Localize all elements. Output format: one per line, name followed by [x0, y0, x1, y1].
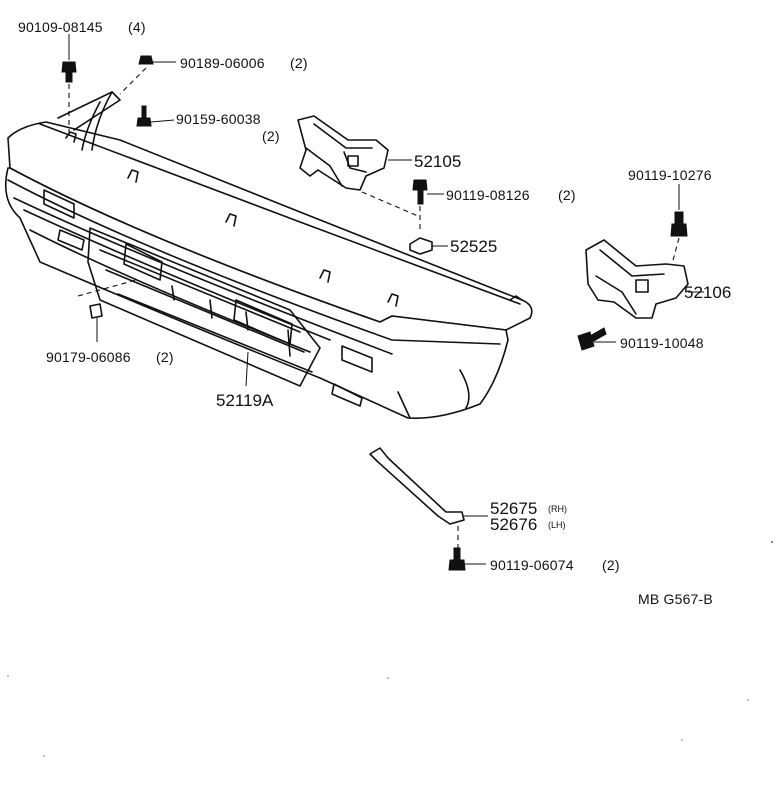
label-90109-08145-qty: (4) [128, 19, 146, 35]
bolt-90119-08126 [412, 179, 444, 232]
label-90119-10048: 90119-10048 [620, 335, 704, 351]
bracket-52105 [297, 115, 419, 217]
label-52525: 52525 [450, 237, 497, 256]
label-52675: 52675 [490, 499, 537, 518]
label-90189-06006: 90189-06006 [180, 55, 265, 71]
nut-52525 [409, 237, 448, 255]
label-90189-06006-qty: (2) [290, 55, 308, 71]
bolt-90119-10048 [577, 327, 616, 351]
leader-52119A [245, 351, 249, 387]
label-90179-06086-qty: (2) [156, 349, 174, 365]
stay-52675-52676 [369, 447, 488, 548]
diagram-reference-code: MB G567-B [638, 591, 713, 607]
label-52106: 52106 [684, 283, 731, 302]
label-90159-60038: 90159-60038 [176, 111, 261, 127]
label-52119A: 52119A [216, 391, 274, 410]
label-90159-60038-qty: (2) [262, 128, 280, 144]
label-90119-10276: 90119-10276 [628, 167, 712, 183]
bolt-90119-06074 [448, 547, 486, 571]
label-52676-side: (LH) [548, 520, 566, 530]
bumper-cover [4, 91, 533, 420]
label-90119-08126-qty: (2) [558, 187, 576, 203]
label-90119-06074: 90119-06074 [490, 557, 574, 573]
label-52676: 52676 [490, 515, 537, 534]
bracket-52106 [585, 239, 704, 319]
label-90109-08145: 90109-08145 [18, 19, 103, 35]
bolt-90109-08145 [61, 34, 77, 136]
bolt-90119-10276 [670, 184, 688, 265]
nut-90189-06006 [119, 55, 176, 95]
label-90119-08126: 90119-08126 [446, 187, 530, 203]
label-90179-06086: 90179-06086 [46, 349, 131, 365]
label-90119-06074-qty: (2) [602, 557, 620, 573]
label-52675-side: (RH) [548, 504, 567, 514]
label-52105: 52105 [414, 152, 461, 171]
scan-specks [7, 541, 773, 757]
screw-90159-60038 [136, 105, 175, 127]
clip-90179-06086 [77, 279, 137, 342]
